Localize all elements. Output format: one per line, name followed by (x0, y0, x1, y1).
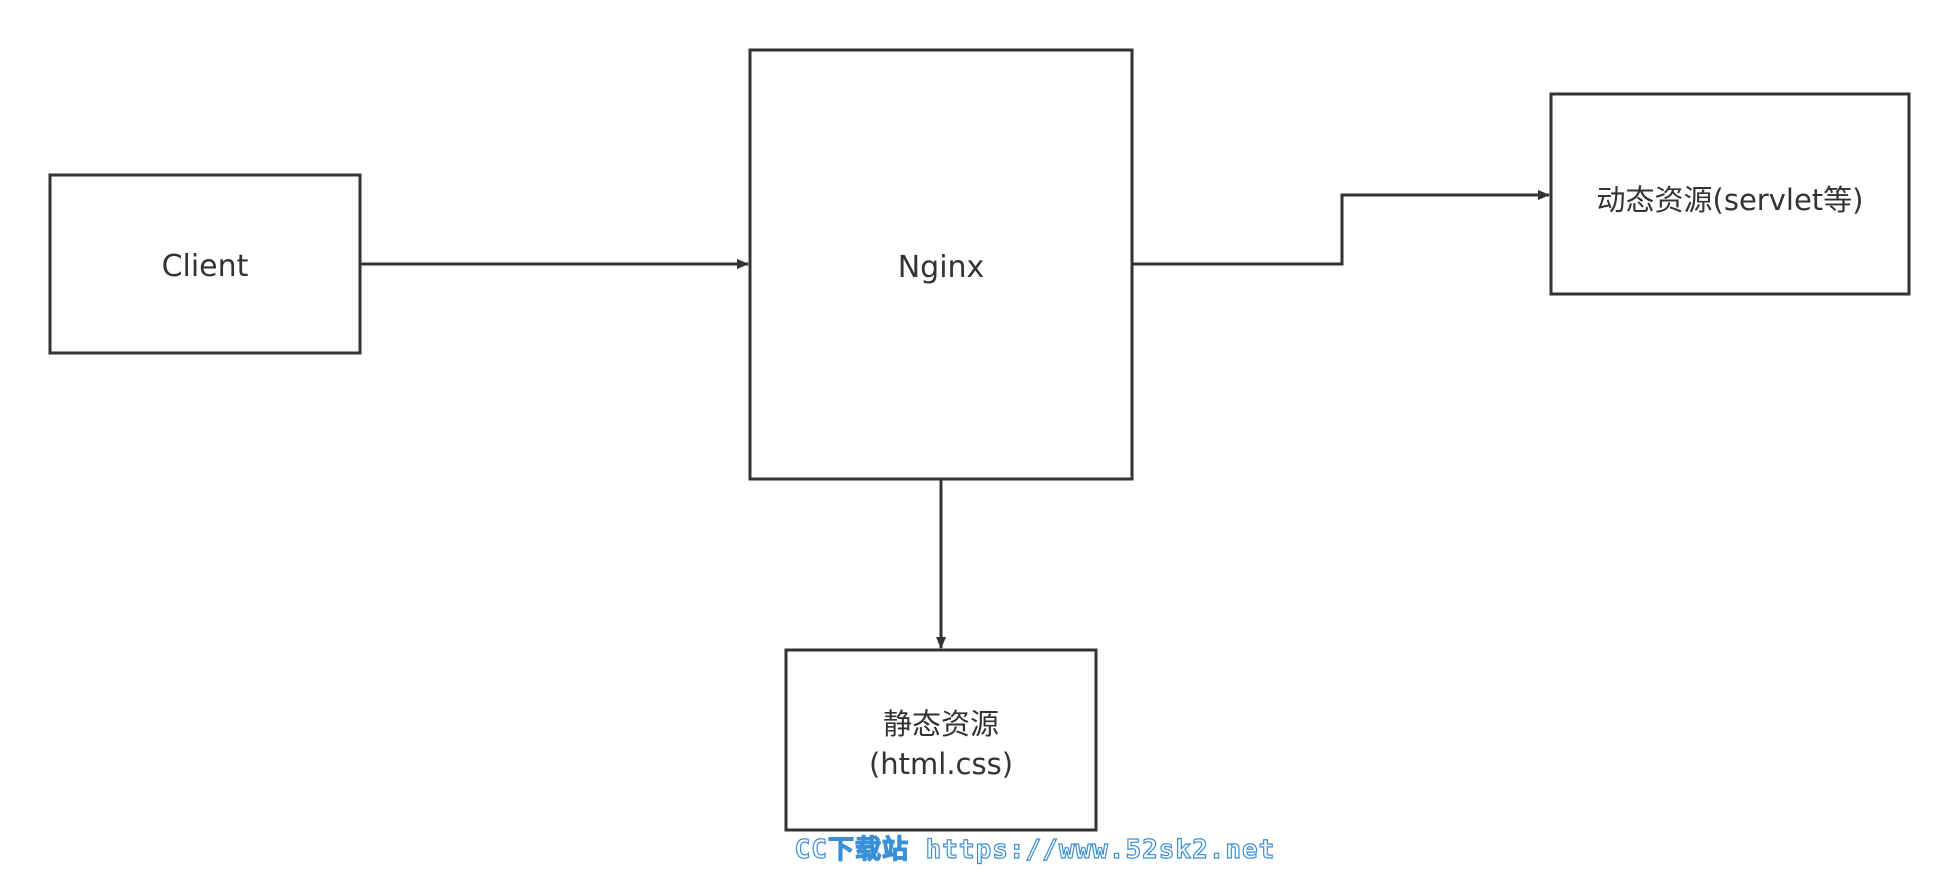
client-label: Client (162, 249, 249, 284)
dynamic-resource-box (1549, 92, 1911, 296)
nginx-box (748, 48, 1134, 481)
static-resource-node[interactable]: 静态资源 (html.css) (784, 648, 1098, 832)
watermark-text: CC下载站 https://www.52sk2.net (795, 835, 1276, 865)
dynamic-resource-label: 动态资源(servlet等) (1597, 183, 1864, 217)
static-resource-label-line2: (html.css) (869, 747, 1013, 781)
client-node[interactable]: Client (48, 173, 362, 355)
client-box (48, 173, 362, 355)
static-resource-label-line1: 静态资源 (883, 707, 999, 741)
dynamic-resource-node[interactable]: 动态资源(servlet等) (1549, 92, 1911, 296)
static-resource-box (784, 648, 1098, 832)
edge-nginx-to-dynamic (1132, 190, 1550, 266)
nginx-node[interactable]: Nginx (748, 48, 1134, 481)
nginx-label: Nginx (898, 250, 985, 285)
